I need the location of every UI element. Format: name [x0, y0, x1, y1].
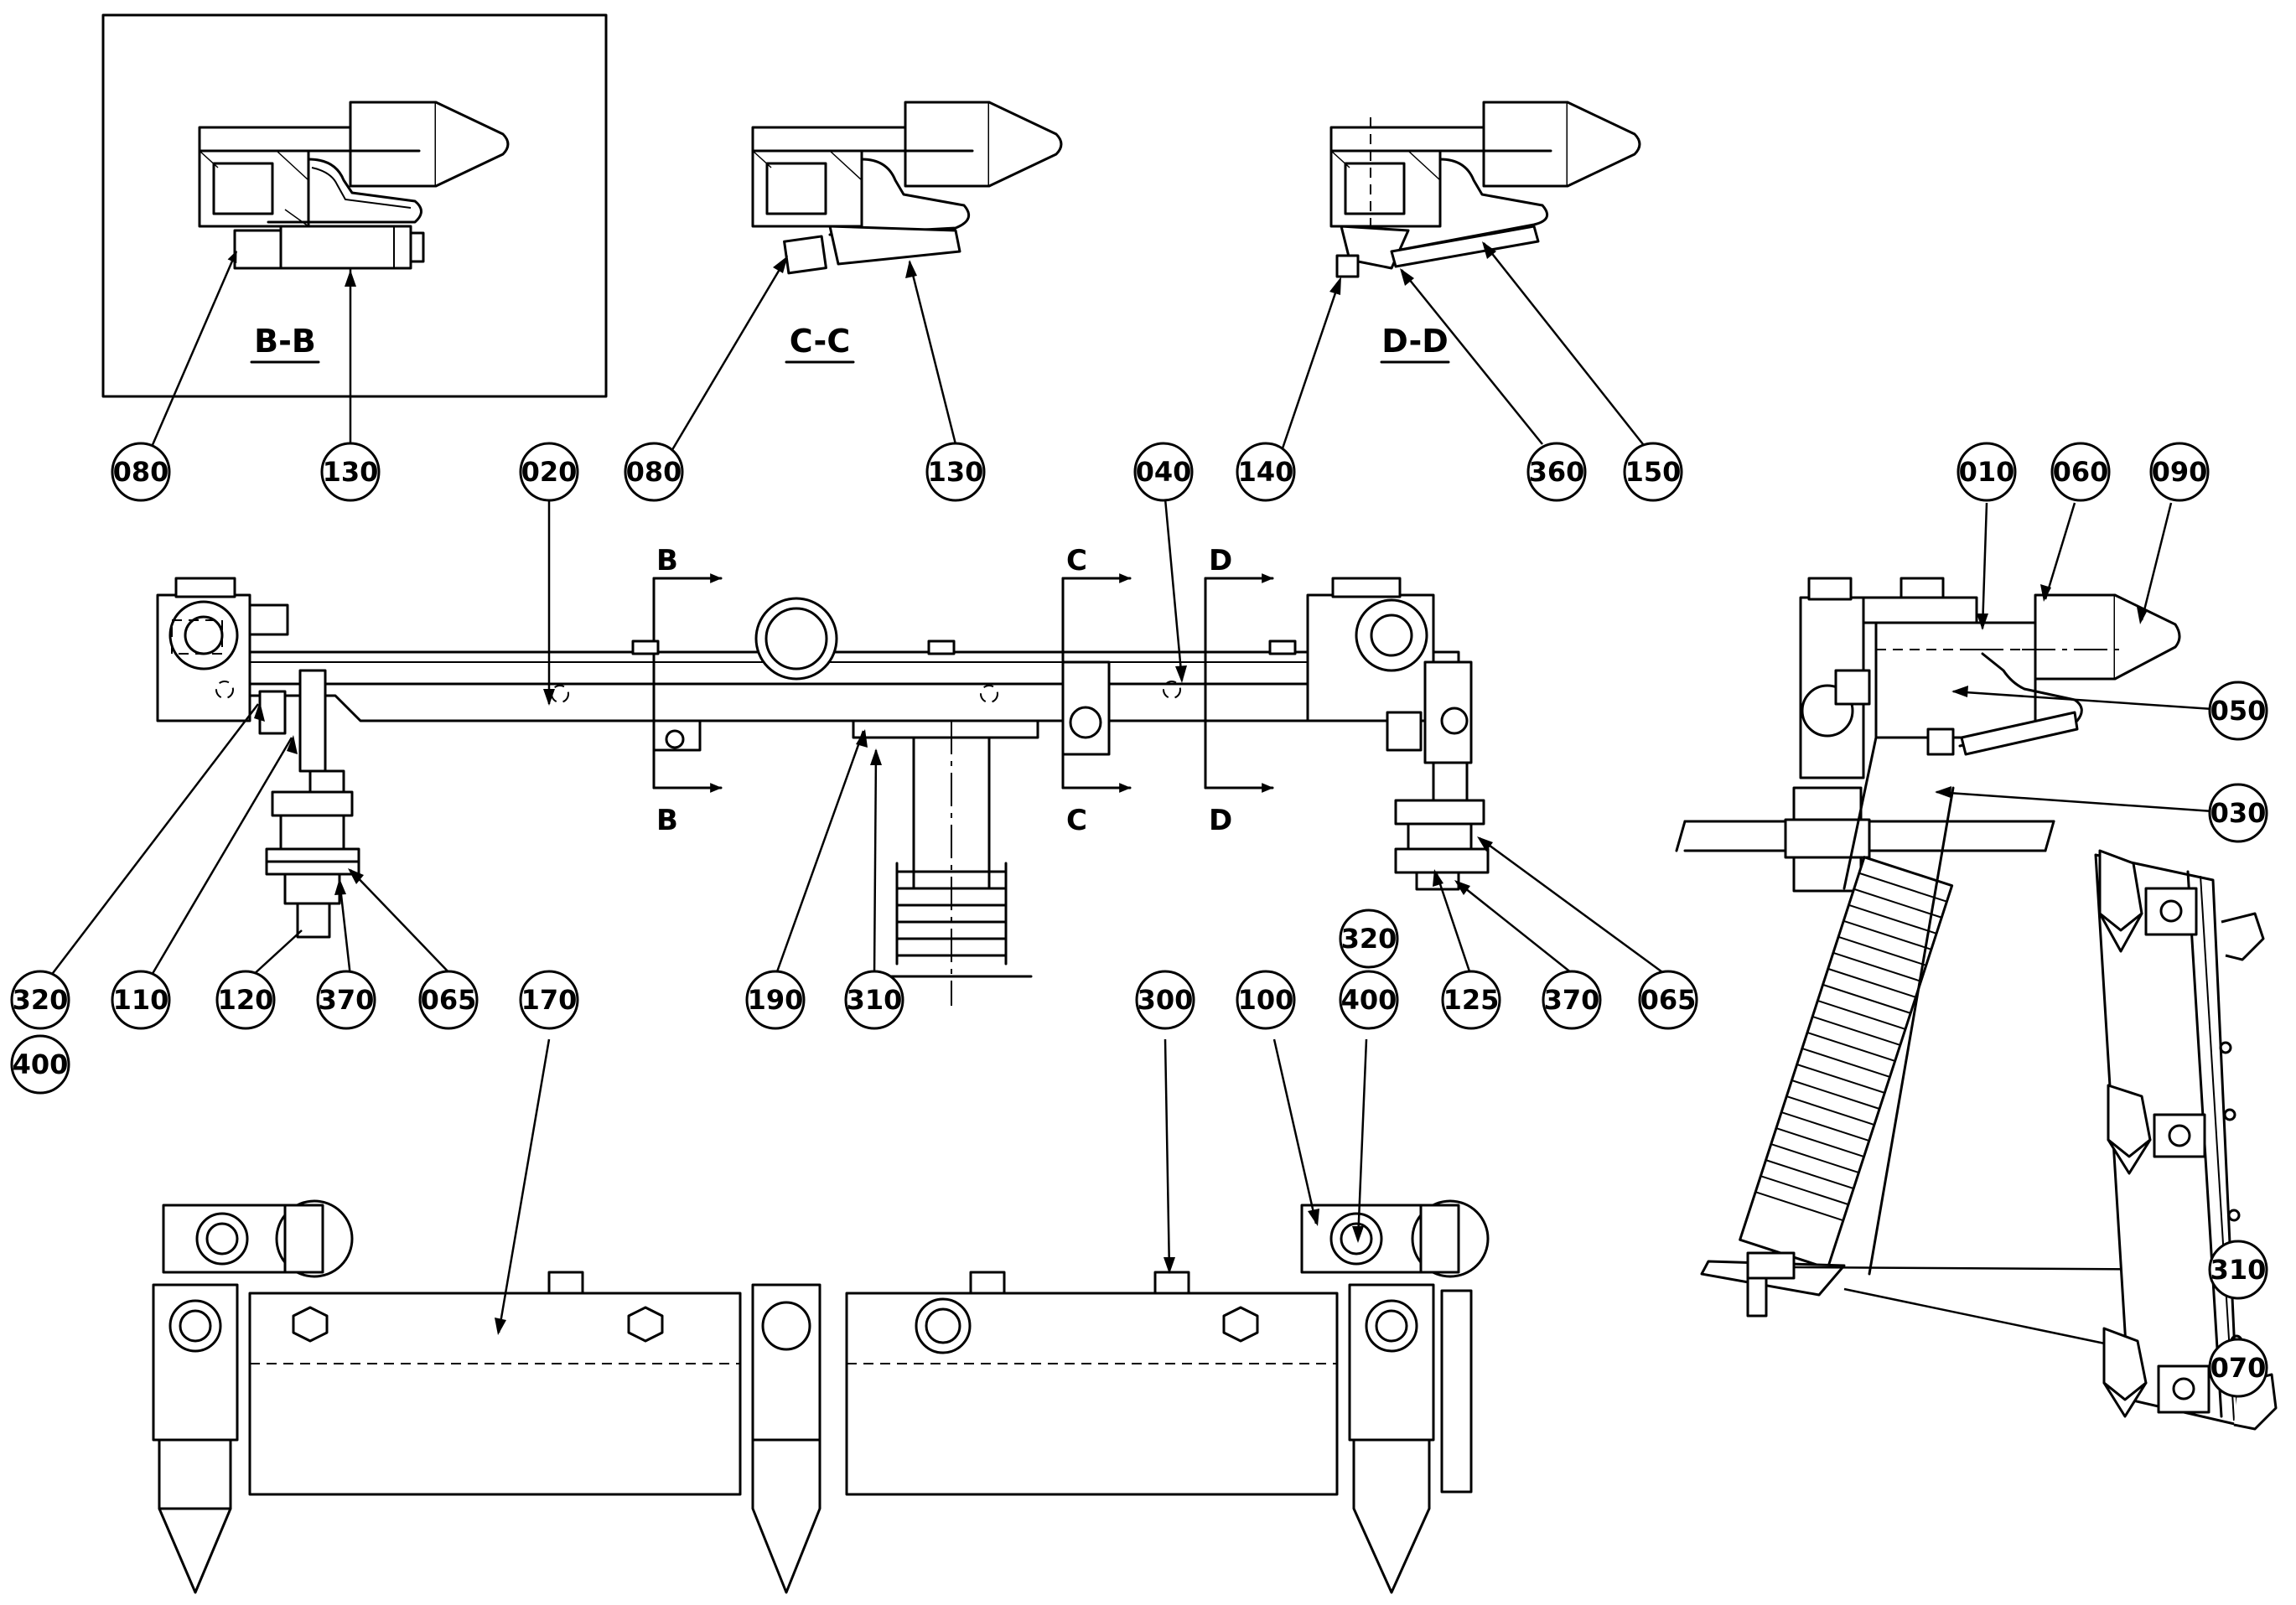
svg-text:040: 040	[1136, 456, 1192, 488]
svg-text:100: 100	[1238, 984, 1294, 1016]
cut-c-top-letter: C	[1066, 544, 1087, 577]
iso-lower-tip	[2102, 1327, 2278, 1431]
svg-text:080: 080	[626, 456, 682, 488]
callout-row-310: 310	[844, 970, 904, 1030]
front-view	[152, 1038, 1490, 1594]
callout-dd-360: 360	[1526, 442, 1587, 502]
top-view: B B C C D D	[156, 498, 1490, 1006]
svg-text:170: 170	[521, 984, 578, 1016]
svg-text:110: 110	[113, 984, 169, 1016]
callout-dd-140: 140	[1236, 442, 1296, 502]
callout-020: 020	[519, 442, 579, 502]
callout-040: 040	[1133, 442, 1194, 502]
callout-bb-080: 080	[111, 442, 171, 502]
cut-d-bottom-letter: D	[1209, 804, 1232, 837]
svg-text:130: 130	[323, 456, 379, 488]
callout-050: 050	[2208, 681, 2268, 741]
cut-c-bottom-letter: C	[1066, 804, 1087, 837]
svg-text:070: 070	[2210, 1352, 2267, 1384]
svg-text:310: 310	[847, 984, 903, 1016]
callout-070: 070	[2208, 1338, 2268, 1398]
svg-text:130: 130	[928, 456, 984, 488]
svg-text:010: 010	[1959, 456, 2015, 488]
svg-text:190: 190	[748, 984, 804, 1016]
row-leaders	[49, 702, 1669, 978]
section-cc-label: C-C	[790, 323, 850, 360]
callout-010: 010	[1957, 442, 2017, 502]
section-bb-view: B-B	[101, 13, 608, 453]
cut-line-b: B B	[652, 544, 723, 837]
svg-text:030: 030	[2210, 797, 2267, 829]
callout-cc-080: 080	[624, 442, 684, 502]
iso-upper-tip	[2098, 849, 2265, 961]
callout-170: 170	[519, 970, 579, 1030]
svg-text:125: 125	[1443, 984, 1500, 1016]
svg-text:310: 310	[2210, 1254, 2267, 1286]
cut-line-d: D D	[1204, 544, 1274, 837]
svg-text:065: 065	[421, 984, 477, 1016]
callout-090: 090	[2149, 442, 2210, 502]
callout-300: 300	[1135, 970, 1195, 1030]
callout-front-320: 320	[1339, 909, 1399, 969]
section-cc-view: C-C	[669, 101, 1063, 453]
svg-text:370: 370	[319, 984, 375, 1016]
callout-dd-150: 150	[1623, 442, 1683, 502]
callout-row-400: 400	[10, 1034, 70, 1095]
callout-125: 125	[1441, 970, 1501, 1030]
callout-370a: 370	[316, 970, 376, 1030]
callout-120: 120	[215, 970, 276, 1030]
svg-text:400: 400	[1341, 984, 1397, 1016]
callout-bb-130: 130	[320, 442, 381, 502]
svg-text:050: 050	[2210, 695, 2267, 727]
svg-text:060: 060	[2053, 456, 2109, 488]
svg-text:065: 065	[1640, 984, 1697, 1016]
callout-030: 030	[2208, 783, 2268, 843]
section-bb-label: B-B	[254, 323, 316, 360]
isometric-view	[2094, 849, 2278, 1431]
callout-100: 100	[1236, 970, 1296, 1030]
callout-side-310: 310	[2208, 1240, 2268, 1300]
section-dd-view: D-D	[1281, 101, 1644, 449]
callout-065a: 065	[418, 970, 479, 1030]
svg-text:120: 120	[218, 984, 274, 1016]
svg-text:370: 370	[1544, 984, 1600, 1016]
svg-text:300: 300	[1138, 984, 1194, 1016]
callout-front-400: 400	[1339, 970, 1399, 1030]
side-view	[1675, 502, 2214, 1368]
svg-text:360: 360	[1529, 456, 1585, 488]
svg-text:400: 400	[13, 1048, 69, 1080]
callout-370b: 370	[1542, 970, 1602, 1030]
cut-d-top-letter: D	[1209, 544, 1232, 577]
section-dd-label: D-D	[1381, 323, 1449, 360]
callout-110: 110	[111, 970, 171, 1030]
svg-text:080: 080	[113, 456, 169, 488]
cut-b-top-letter: B	[656, 544, 678, 577]
svg-text:150: 150	[1625, 456, 1682, 488]
cut-line-c: C C	[1061, 544, 1132, 837]
callout-row-320: 320	[10, 970, 70, 1030]
svg-text:320: 320	[1341, 923, 1397, 955]
svg-text:090: 090	[2152, 456, 2208, 488]
svg-text:320: 320	[13, 984, 69, 1016]
callout-065b: 065	[1638, 970, 1698, 1030]
callout-cc-130: 130	[925, 442, 986, 502]
callout-190: 190	[745, 970, 806, 1030]
bellows-side-view	[1739, 856, 1954, 1270]
callout-060: 060	[2050, 442, 2111, 502]
svg-text:020: 020	[521, 456, 578, 488]
iso-middle-tip	[2107, 1084, 2206, 1175]
svg-text:140: 140	[1238, 456, 1294, 488]
cut-b-bottom-letter: B	[656, 804, 678, 837]
